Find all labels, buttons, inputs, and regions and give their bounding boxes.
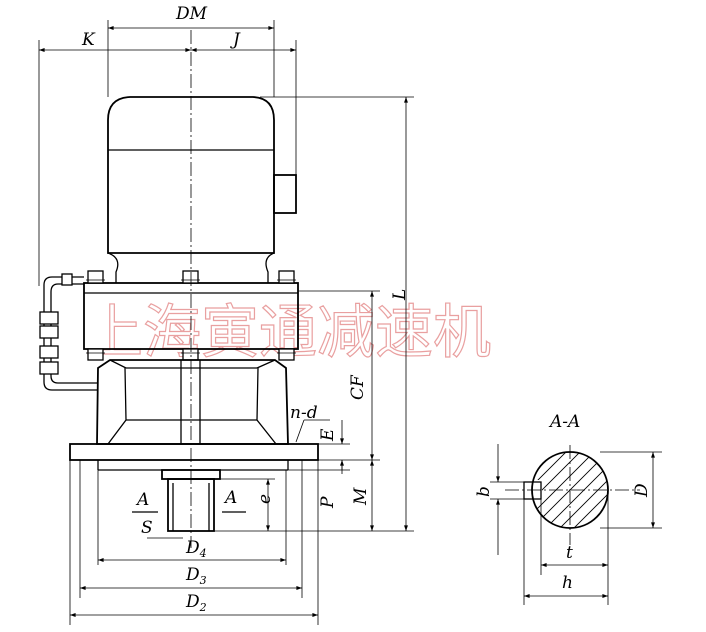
dim-label-J: J <box>230 30 241 50</box>
dim-label-h: h <box>562 573 573 593</box>
section-marker-A-left: A <box>135 490 149 510</box>
flange <box>69 443 319 480</box>
dim-label-b: b <box>474 486 494 497</box>
lower-housing <box>96 359 289 445</box>
dim-label-t: t <box>566 543 573 563</box>
top-dimensions <box>38 20 297 286</box>
section-title: A-A <box>548 412 580 432</box>
dim-label-DM: DM <box>175 4 208 24</box>
dim-label-L: L <box>390 289 410 301</box>
e-dimension <box>214 478 275 531</box>
bottom-dimensions <box>69 460 319 625</box>
section-markers <box>132 511 246 539</box>
dim-label-D4: D4 <box>185 538 207 560</box>
dim-label-D2: D2 <box>185 592 207 614</box>
lube-pipe <box>39 273 98 391</box>
dim-label-P: P <box>318 496 338 509</box>
motor <box>107 96 297 283</box>
dim-label-D: D <box>632 483 652 498</box>
dim-label-M: M <box>351 487 371 506</box>
dim-label-K: K <box>81 30 96 50</box>
dim-label-CF: CF <box>348 374 368 400</box>
right-dimensions <box>214 96 414 532</box>
dim-label-E: E <box>318 428 338 442</box>
label-n-d: n-d <box>290 403 318 423</box>
section-marker-S: S <box>141 518 153 538</box>
dim-label-e: e <box>255 494 275 504</box>
dim-label-D3: D3 <box>185 565 207 587</box>
section-marker-A-right: A <box>223 488 237 508</box>
section-dimensions <box>490 444 662 605</box>
